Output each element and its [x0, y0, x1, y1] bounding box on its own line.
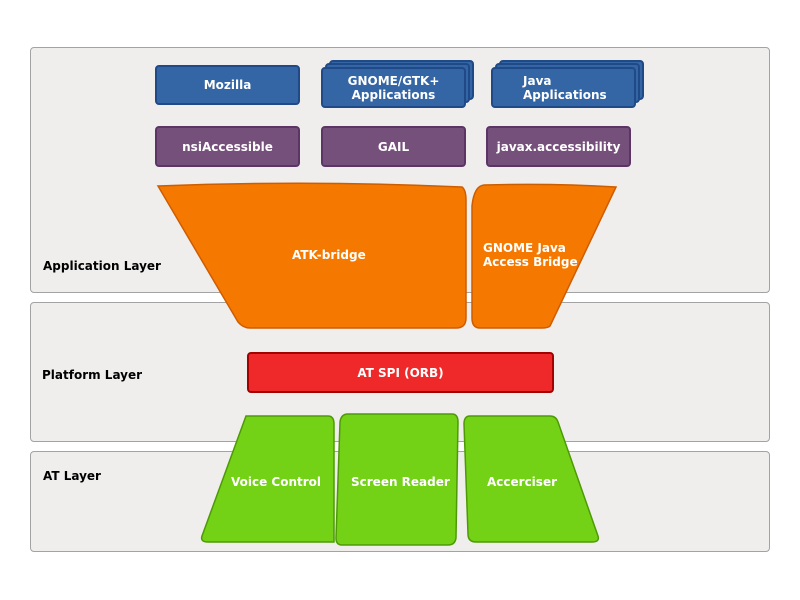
accerciser-label: Accerciser [487, 475, 557, 489]
gnome-java-access-bridge-shape [471, 183, 618, 329]
gail-box: GAIL [321, 126, 466, 167]
platform-layer-label: Platform Layer [42, 368, 143, 382]
nsiaccessible-box: nsiAccessible [155, 126, 300, 167]
screen-reader-shape [335, 413, 459, 546]
gnome-java-access-bridge-label: GNOME Java Access Bridge [483, 241, 578, 269]
gnome-gtk-applications-box: GNOME/GTK+ Applications [321, 67, 466, 108]
atk-bridge-label: ATK-bridge [292, 248, 366, 262]
mozilla-box: Mozilla [155, 65, 300, 105]
atk-bridge-shape [156, 182, 467, 329]
javax-accessibility-box: javax.accessibility [486, 126, 631, 167]
voice-control-shape [200, 415, 335, 543]
at-layer-label: AT Layer [43, 469, 101, 483]
application-layer-label: Application Layer [43, 259, 161, 273]
voice-control-label: Voice Control [231, 475, 322, 489]
java-applications-box: Java Applications [491, 67, 636, 108]
at-spi-orb-box: AT SPI (ORB) [247, 352, 554, 393]
screen-reader-label: Screen Reader [351, 475, 450, 489]
accerciser-shape [463, 415, 600, 543]
